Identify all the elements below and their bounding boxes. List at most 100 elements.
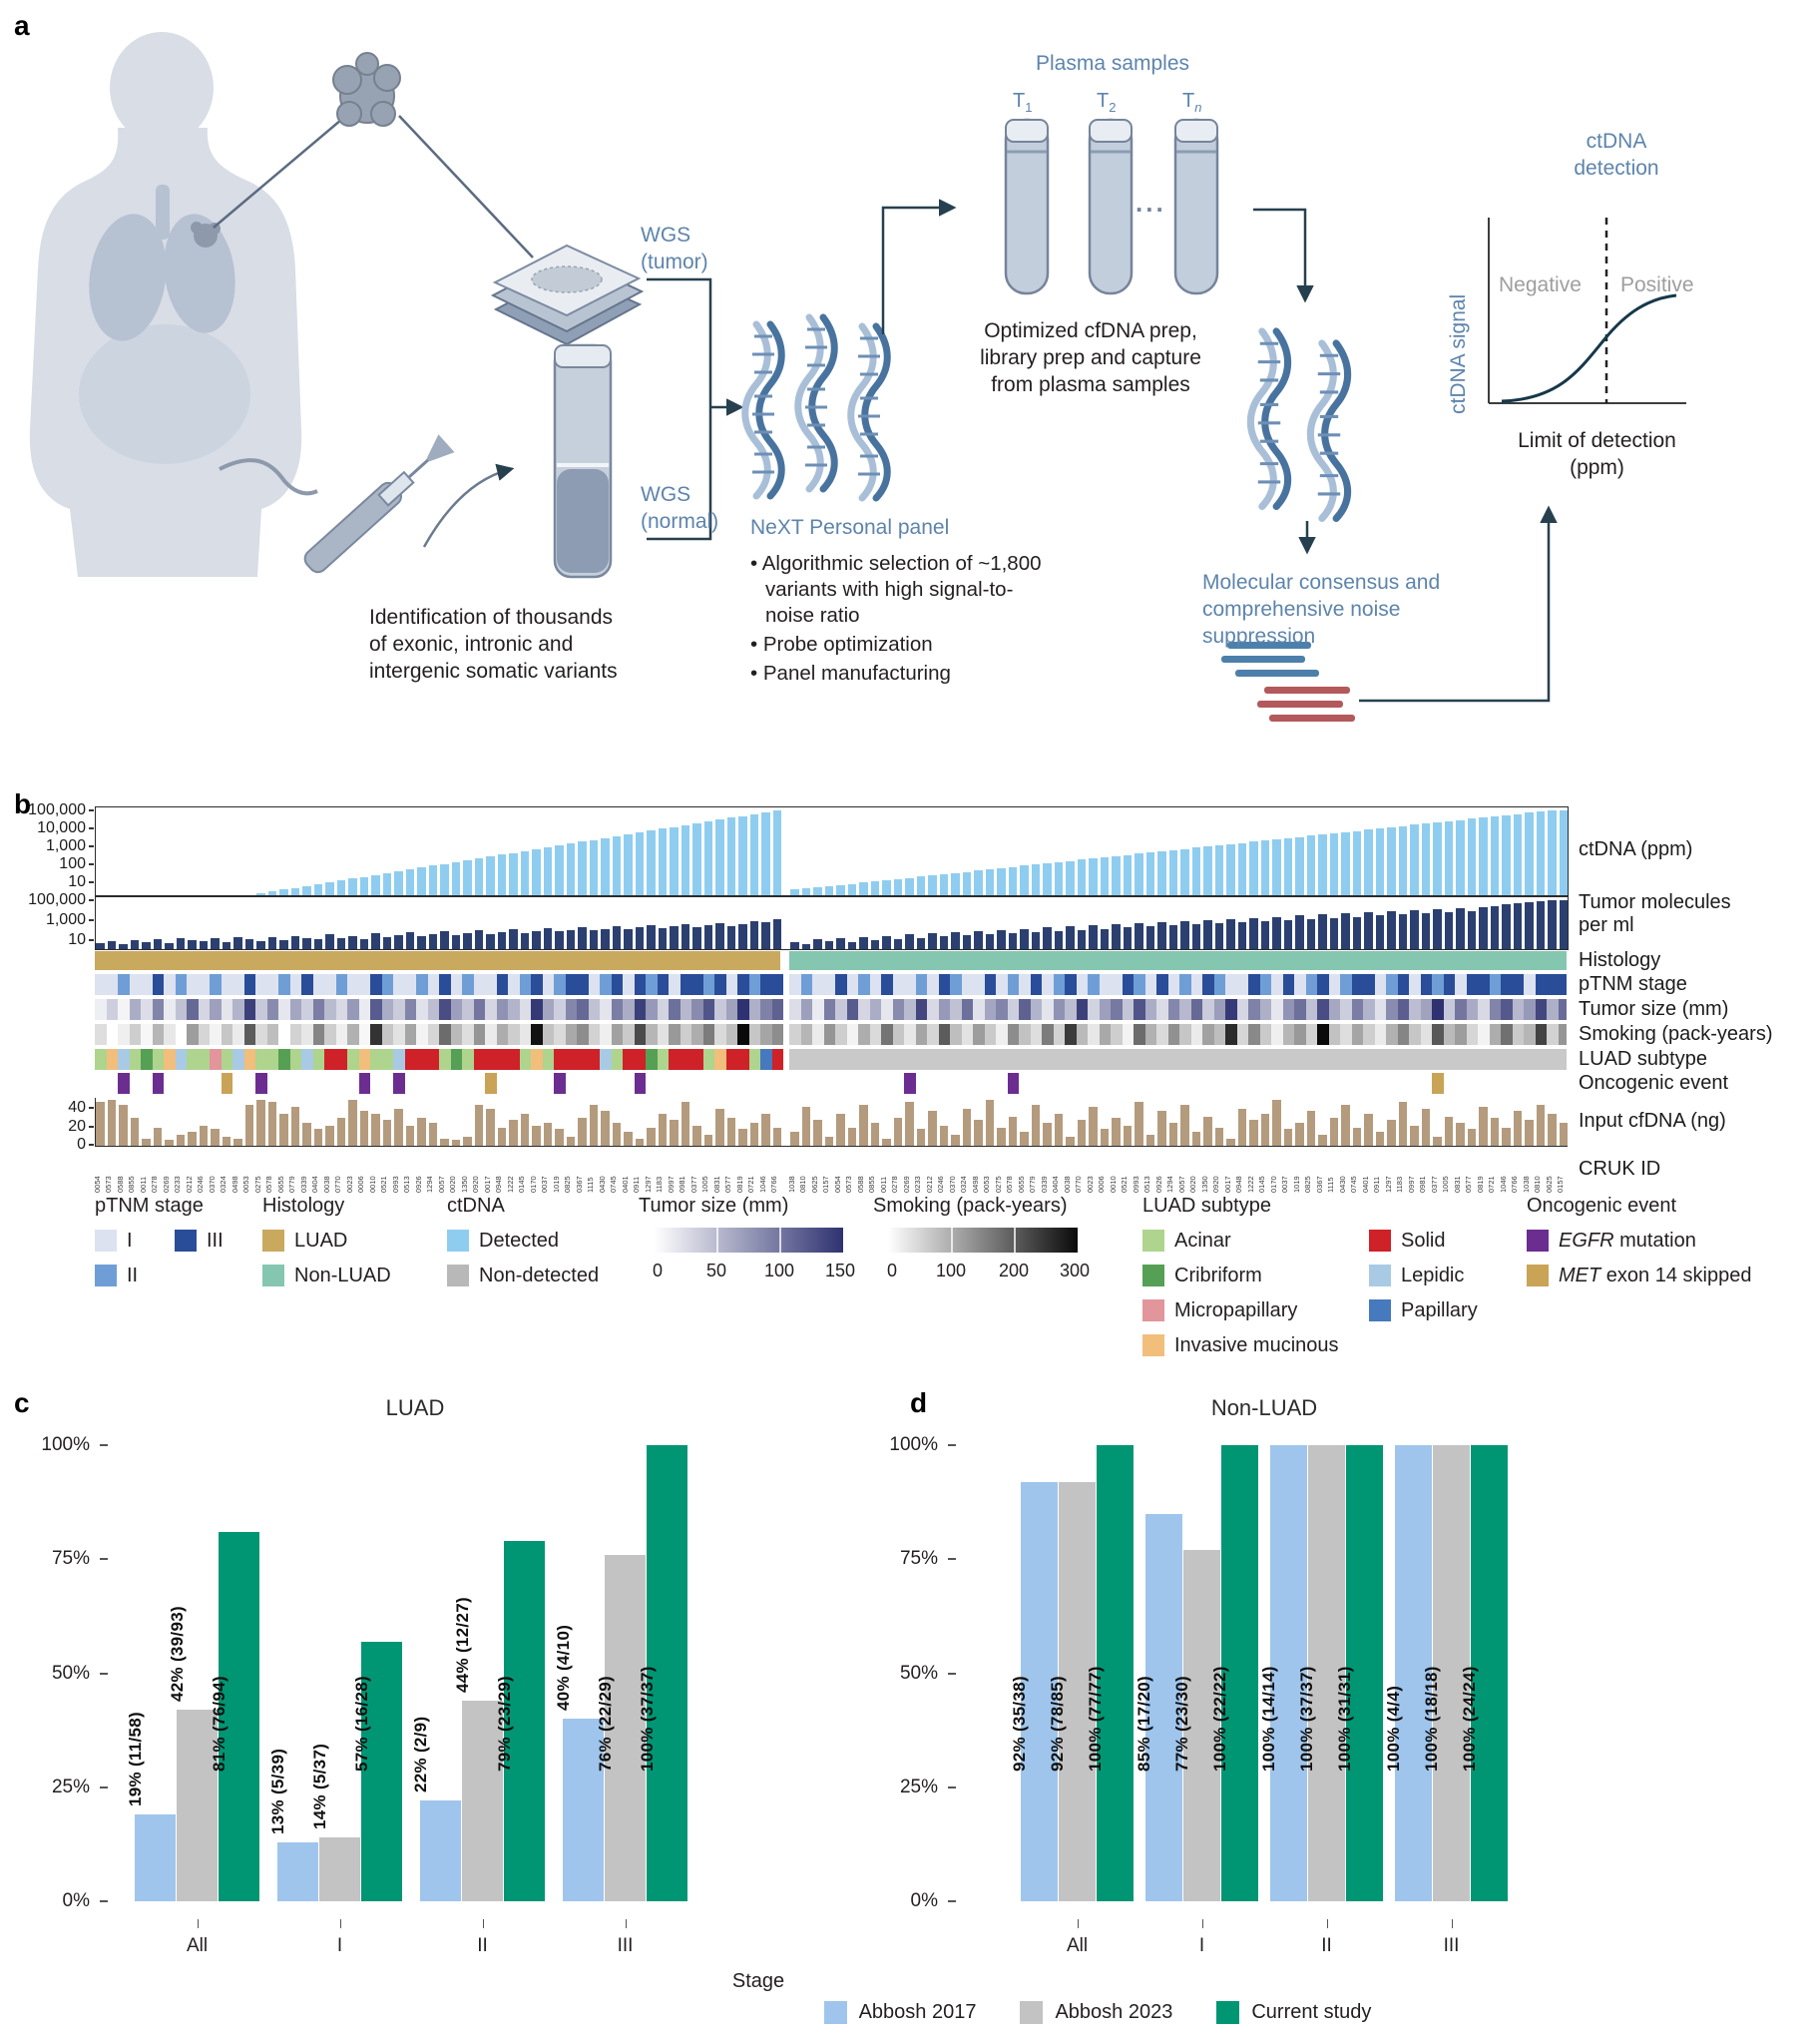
cfdna-bar — [290, 1107, 299, 1146]
result-bar — [219, 1531, 259, 1901]
ctdna-bar — [359, 876, 368, 895]
size-cell — [588, 999, 600, 1020]
cruk-id-label: 1005 — [700, 1176, 709, 1193]
legend-label-solid: Solid — [1401, 1230, 1446, 1252]
ptnm-cell — [1144, 974, 1156, 995]
tumor-molecules-bar — [1089, 925, 1098, 949]
cfdna-bar — [532, 1125, 541, 1146]
subtype-cell — [1088, 1049, 1100, 1070]
cfdna-bar — [624, 1132, 633, 1146]
subtype-cell — [771, 1049, 783, 1070]
legend-swatch-luad — [262, 1230, 284, 1252]
ctdna-bar — [555, 845, 564, 895]
legend-swatch-lepidic — [1369, 1265, 1391, 1286]
subtype-cell — [1030, 1049, 1042, 1070]
x-tick-mark — [197, 1919, 199, 1928]
tumor-molecules-bar — [142, 941, 151, 949]
subtype-cell — [542, 1049, 554, 1070]
smoking-cell — [1282, 1024, 1294, 1045]
result-bar — [1221, 1445, 1258, 1901]
legend-swatch-solid — [1369, 1230, 1391, 1252]
result-bar — [1183, 1550, 1220, 1901]
tumor-molecules-bar — [1433, 908, 1442, 949]
tumor-molecules-bar — [962, 935, 971, 949]
lod-caption: Limit of detection (ppm) — [1518, 429, 1676, 479]
subtype-cell — [95, 1049, 107, 1070]
tumor-molecules-bar — [692, 927, 701, 949]
current-study-swatch — [1216, 2001, 1240, 2024]
ptnm-cell — [892, 974, 904, 995]
legend-label-acinar: Acinar — [1174, 1230, 1231, 1252]
dna-helix-icon — [1250, 331, 1287, 506]
to-lod-arrow — [1359, 505, 1558, 703]
result-bar — [135, 1814, 176, 1901]
cruk-id-label: 0766 — [769, 1176, 778, 1193]
ctdna-bar — [882, 880, 891, 895]
cfdna-bar — [1145, 1134, 1154, 1146]
ctdna-bar — [801, 888, 810, 895]
subtype-cell — [835, 1049, 847, 1070]
ptnm-cell — [1236, 974, 1248, 995]
smoking-cell — [1007, 1024, 1019, 1045]
tumor-molecules-bar — [428, 934, 437, 949]
smoking-cell — [221, 1024, 232, 1045]
ptnm-cell — [221, 974, 232, 995]
ptnm-cell — [243, 974, 255, 995]
smoking-cell — [141, 1024, 153, 1045]
subtype-cell — [129, 1049, 141, 1070]
cruk-id-label: 0810 — [1533, 1176, 1542, 1193]
smoking-cell — [439, 1024, 451, 1045]
subtype-cell — [358, 1049, 370, 1070]
subtype-cell — [646, 1049, 658, 1070]
cfdna-track-label: Input cfDNA (ng) — [1579, 1110, 1726, 1132]
smoke-tick: 0 — [886, 1261, 898, 1280]
ctdna-bar — [726, 817, 735, 895]
cfdna-bar — [589, 1104, 598, 1146]
subtype-cell — [324, 1049, 336, 1070]
detection-chart — [1488, 218, 1686, 404]
ptnm-cell — [835, 974, 847, 995]
cfdna-bar — [824, 1136, 833, 1146]
ptnm-cell — [1019, 974, 1031, 995]
size-cell — [1374, 999, 1386, 1020]
subtype-cell — [996, 1049, 1008, 1070]
smoking-cell — [938, 1024, 950, 1045]
smoking-cell — [1501, 1024, 1513, 1045]
ptnm-cell — [823, 974, 835, 995]
ptnm-cell — [1305, 974, 1317, 995]
ptnm-cell — [462, 974, 474, 995]
subtype-cell — [1420, 1049, 1432, 1070]
ctdna-bar — [1456, 819, 1465, 895]
ptnm-cell — [312, 974, 324, 995]
tumor-molecules-track — [95, 896, 1569, 950]
tumor-molecules-bar — [578, 926, 587, 949]
subtype-cell — [141, 1049, 153, 1070]
smoking-cell — [1512, 1024, 1524, 1045]
smoking-cell — [691, 1024, 703, 1045]
smoking-cell — [266, 1024, 278, 1045]
tumor-molecules-bar — [761, 922, 770, 949]
subtype-cell — [812, 1049, 824, 1070]
legend-ctdna-title: ctDNA — [447, 1195, 505, 1217]
cruk-id-label: 0770 — [333, 1176, 342, 1193]
cruk-id-label: 0278 — [890, 1176, 899, 1193]
tumor-size-track — [95, 999, 1567, 1020]
subtype-cell — [869, 1049, 881, 1070]
tumor-molecules-bar — [928, 933, 937, 949]
next-panel-bullets: Algorithmic selection of ~1,800 variants… — [750, 551, 1055, 690]
tumor-molecules-bar — [1444, 912, 1453, 949]
ptnm-cell — [1374, 974, 1386, 995]
ptnm-cell — [646, 974, 658, 995]
subtype-cell — [404, 1049, 416, 1070]
cfdna-bar — [394, 1109, 403, 1146]
cfdna-bar — [256, 1100, 265, 1146]
ctdna-bar — [313, 883, 322, 895]
luad-subtype-track — [95, 1049, 1567, 1070]
tumor-molecules-bar — [359, 938, 368, 949]
ctdna-bar — [1444, 820, 1453, 895]
cfdna-bar — [1318, 1134, 1327, 1146]
ptnm-cell — [984, 974, 996, 995]
smoking-cell — [771, 1024, 783, 1045]
cfdna-bar — [1502, 1127, 1511, 1146]
size-cell — [358, 999, 370, 1020]
